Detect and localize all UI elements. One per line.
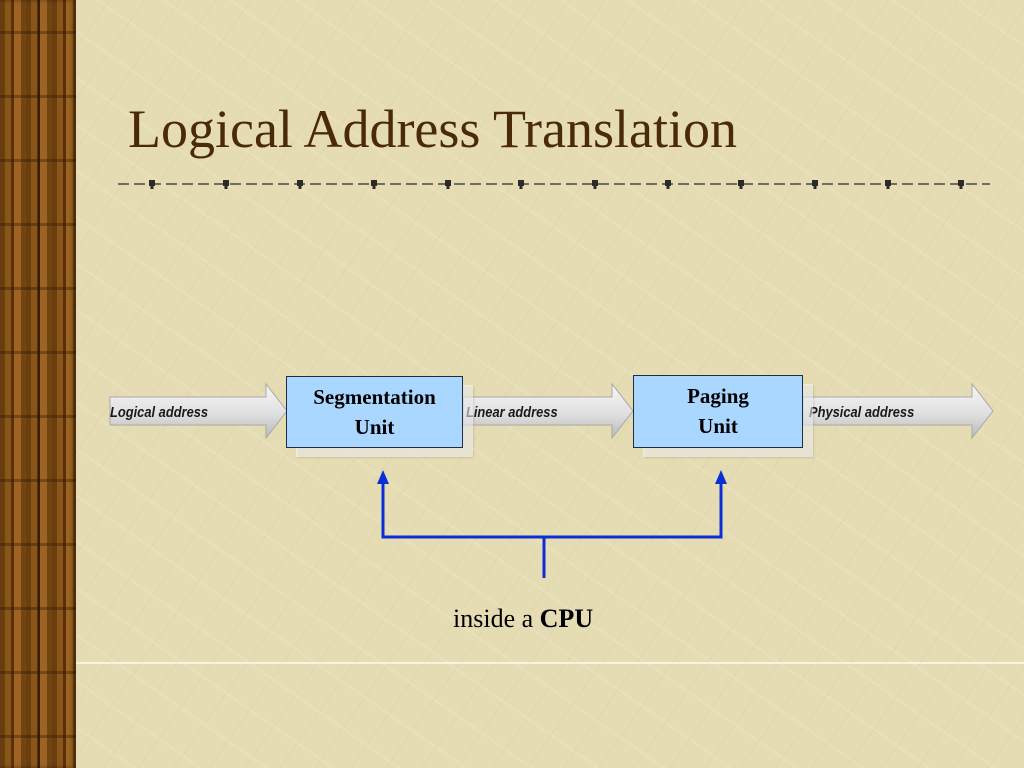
paging-unit-box: Paging Unit: [633, 375, 803, 448]
paging-arrowhead: [715, 470, 727, 484]
linear-address-label: Linear address: [466, 403, 558, 420]
logical-address-arrow: Logical address: [109, 382, 288, 440]
segmentation-unit-box: Segmentation Unit: [286, 376, 463, 448]
caption-prefix: inside a: [453, 604, 540, 633]
physical-address-label: Physical address: [809, 403, 914, 420]
segmentation-arrowhead: [377, 470, 389, 484]
rule-markers: [149, 180, 964, 189]
caption-emphasis: CPU: [539, 604, 594, 633]
connector-bracket: [381, 482, 723, 539]
logical-address-label: Logical address: [110, 403, 208, 420]
segmentation-unit-line1: Segmentation: [313, 385, 436, 409]
physical-address-arrow: Physical address: [802, 382, 994, 440]
paging-unit-line1: Paging: [687, 384, 749, 408]
segmentation-unit-line2: Unit: [354, 415, 395, 439]
cpu-caption: inside a CPU: [453, 604, 593, 634]
paging-unit-line2: Unit: [698, 414, 738, 438]
dashed-rule: [118, 180, 990, 189]
wood-border: [0, 0, 76, 768]
slide-title: Logical Address Translation: [128, 99, 737, 159]
wood-seam: [38, 0, 40, 768]
cpu-connector: [377, 470, 727, 578]
linear-address-arrow: Linear address: [462, 382, 634, 440]
footer-divider: [76, 662, 1024, 664]
